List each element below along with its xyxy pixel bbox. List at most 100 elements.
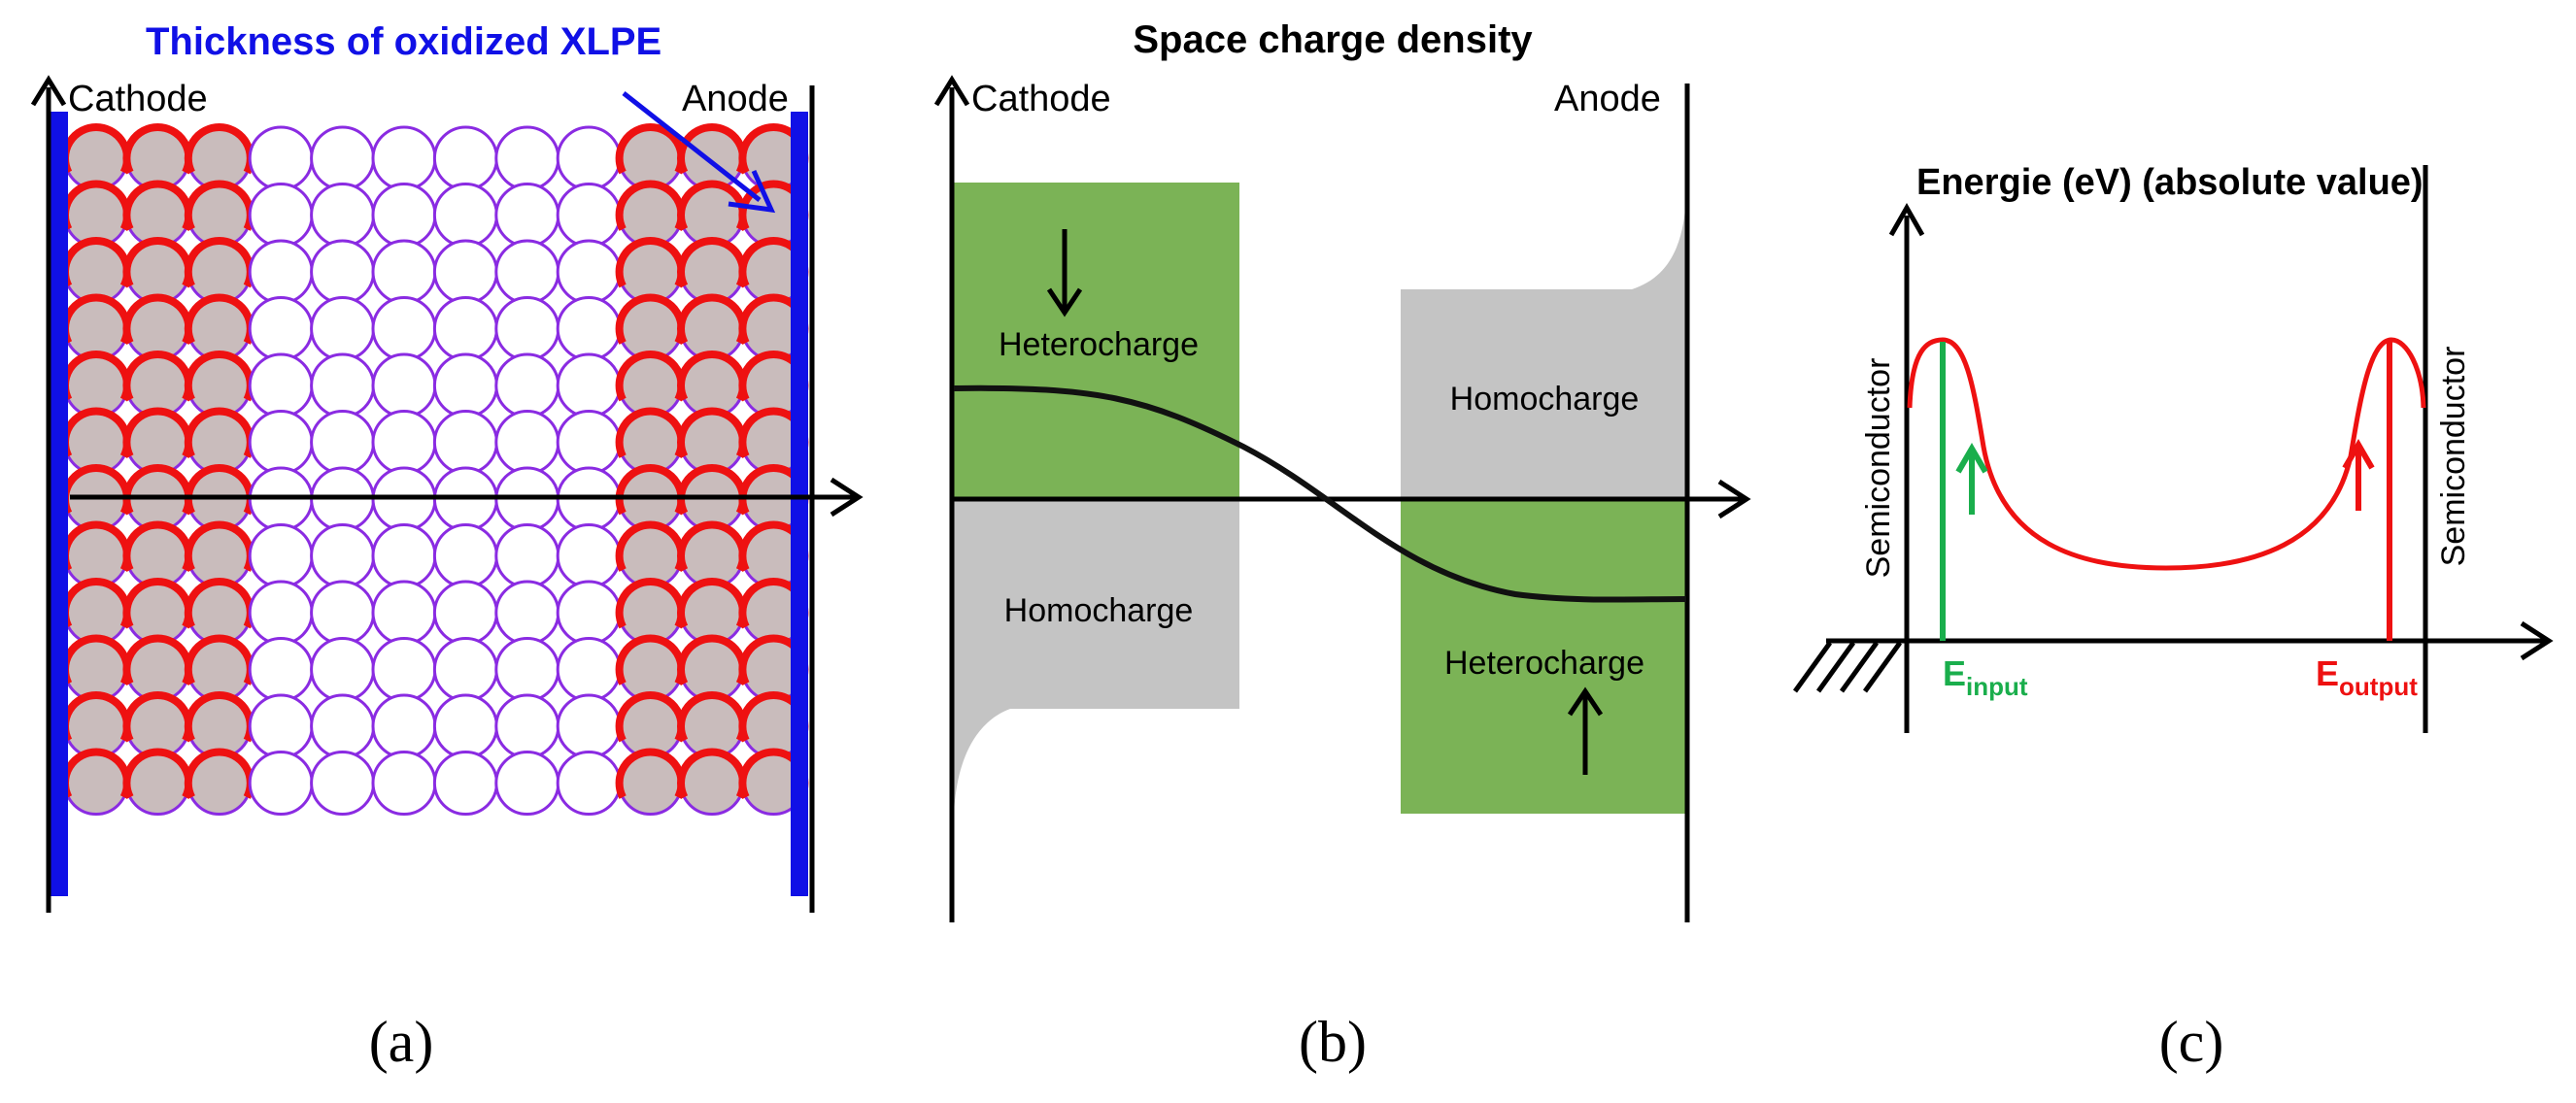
molecule — [310, 693, 376, 759]
output-energy-label: Eoutput — [2316, 653, 2418, 701]
right-homocharge-region — [1401, 289, 1686, 497]
molecule — [432, 296, 498, 361]
cathode-label: Cathode — [971, 79, 1111, 119]
molecule — [494, 352, 560, 418]
oxidized-thickness-title: Thickness of oxidized XLPE — [146, 20, 661, 63]
output-energy-main: E — [2316, 653, 2339, 693]
molecule — [494, 296, 560, 361]
horizontal-axis-arrowhead — [830, 477, 864, 518]
left-homocharge-region — [954, 497, 1239, 709]
molecule — [494, 183, 560, 248]
molecule — [432, 637, 498, 702]
molecule — [248, 125, 314, 191]
molecule — [556, 239, 622, 305]
ground-hatch — [1792, 641, 1903, 693]
molecule — [556, 410, 622, 475]
right-semiconductor-label: Semiconductor — [2435, 347, 2472, 567]
thickness-pointer-arrowhead — [728, 169, 776, 214]
molecule — [556, 296, 622, 361]
up-arrow-head — [1567, 686, 1604, 717]
molecule — [248, 296, 314, 361]
molecule — [371, 751, 437, 816]
molecule — [310, 410, 376, 475]
molecule — [494, 239, 560, 305]
cathode-axis-arrowhead — [30, 75, 67, 107]
left-heterocharge-region — [954, 183, 1239, 497]
caption-c: (c) — [2159, 1010, 2224, 1074]
molecule — [248, 637, 314, 702]
molecule — [371, 693, 437, 759]
molecule — [371, 183, 437, 248]
output-energy-sub: output — [2339, 672, 2418, 701]
molecule — [494, 125, 560, 191]
molecule — [248, 239, 314, 305]
space-charge-curve — [953, 384, 1687, 603]
down-arrow-head — [1046, 287, 1083, 318]
molecule — [556, 523, 622, 588]
right-homocharge-label: Homocharge — [1450, 381, 1640, 418]
panel-b: Space charge density Heterocharge Homoch… — [933, 18, 1751, 1074]
molecule — [310, 751, 376, 816]
energy-axis-arrowhead — [1888, 202, 1925, 237]
molecule — [556, 637, 622, 702]
thickness-pointer-arrow — [622, 91, 762, 202]
molecule — [432, 239, 498, 305]
molecule — [432, 580, 498, 646]
panel-c: Energie (eV) (absolute value) Semiconduc… — [1792, 162, 2554, 1074]
molecule — [371, 125, 437, 191]
molecule — [248, 352, 314, 418]
input-energy-sub: input — [1966, 672, 2028, 701]
molecule — [494, 410, 560, 475]
anode-label: Anode — [1554, 79, 1661, 119]
molecule — [248, 580, 314, 646]
molecule — [310, 183, 376, 248]
molecule-grid — [61, 123, 809, 816]
molecule — [310, 296, 376, 361]
cathode-axis-arrowhead — [933, 75, 970, 107]
distance-axis-arrowhead — [2520, 620, 2554, 661]
input-energy-label: Einput — [1943, 653, 2028, 701]
molecule — [310, 637, 376, 702]
molecule — [494, 693, 560, 759]
molecule — [248, 693, 314, 759]
molecule — [310, 239, 376, 305]
molecule — [432, 751, 498, 816]
molecule — [556, 125, 622, 191]
horizontal-axis-arrowhead — [1717, 479, 1751, 519]
left-heterocharge-label: Heterocharge — [999, 326, 1199, 363]
molecule — [371, 410, 437, 475]
anode-electrode — [791, 112, 808, 896]
right-heterocharge-label: Heterocharge — [1444, 645, 1644, 682]
molecule — [248, 410, 314, 475]
left-semiconductor-label: Semiconductor — [1860, 358, 1897, 579]
molecule — [310, 580, 376, 646]
left-homocharge-label: Homocharge — [1004, 592, 1194, 629]
molecule — [371, 296, 437, 361]
cathode-electrode — [51, 112, 68, 896]
cathode-label: Cathode — [68, 79, 208, 119]
molecule — [248, 183, 314, 248]
right-homocharge-tail — [1632, 194, 1686, 289]
molecule — [432, 183, 498, 248]
molecule — [432, 693, 498, 759]
molecule — [494, 637, 560, 702]
molecule — [248, 523, 314, 588]
molecule — [432, 125, 498, 191]
molecule — [494, 751, 560, 816]
molecule — [432, 523, 498, 588]
input-up-arrowhead — [1955, 443, 1988, 474]
molecule — [371, 637, 437, 702]
molecule — [432, 352, 498, 418]
molecule — [556, 580, 622, 646]
molecule — [556, 352, 622, 418]
panel-a: Thickness of oxidized XLPE Cathode Anode… — [30, 20, 864, 1074]
output-up-arrowhead — [2342, 439, 2375, 470]
molecule — [310, 352, 376, 418]
molecule — [556, 693, 622, 759]
molecule — [494, 523, 560, 588]
molecule — [371, 239, 437, 305]
energy-barrier-curve — [1907, 337, 2426, 571]
molecule — [310, 125, 376, 191]
anode-label: Anode — [682, 79, 789, 119]
